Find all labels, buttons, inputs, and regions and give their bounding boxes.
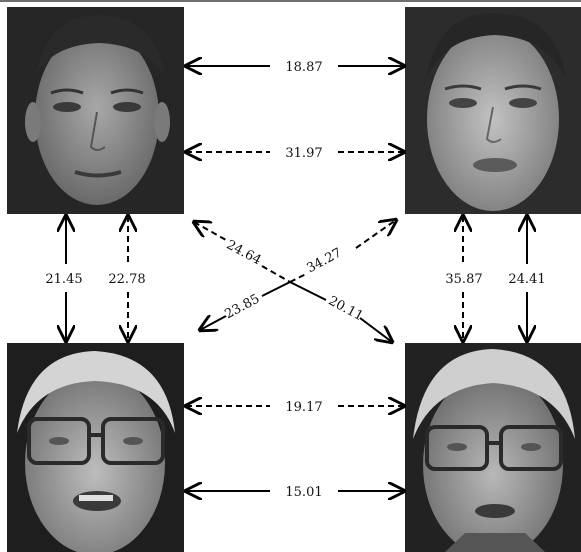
distance-label-bottom-dashed: 19.17 — [285, 400, 322, 415]
distance-label-top-solid: 18.87 — [285, 60, 322, 75]
arrow-diagonal-bl-tr — [200, 220, 396, 330]
distance-label-left-solid: 21.45 — [45, 272, 82, 287]
distance-label-top-dashed: 31.97 — [285, 146, 322, 161]
arrow-left-dashed: 22.78 — [108, 216, 146, 341]
distance-label-diag-tr: 34.27 — [304, 246, 344, 277]
distance-label-diag-tl: 24.64 — [224, 238, 264, 269]
distance-label-right-solid: 24.41 — [508, 272, 545, 287]
arrow-top-dashed: 31.97 — [186, 146, 404, 161]
face-photo-bottom-left — [7, 343, 184, 552]
arrow-right-dashed: 35.87 — [445, 216, 483, 341]
distance-label-right-dashed: 35.87 — [445, 272, 482, 287]
distance-label-diag-br: 20.11 — [326, 294, 366, 325]
arrow-top-solid: 18.87 — [186, 60, 404, 75]
top-border — [0, 0, 581, 2]
arrow-left-solid: 21.45 — [45, 216, 83, 341]
arrow-right-solid: 24.41 — [508, 216, 546, 341]
distance-label-left-dashed: 22.78 — [108, 272, 145, 287]
arrow-bottom-solid: 15.01 — [186, 485, 404, 500]
face-photo-bottom-right — [405, 343, 581, 552]
distance-label-diag-bl: 23.85 — [222, 292, 262, 323]
distance-label-bottom-solid: 15.01 — [285, 485, 322, 500]
face-photo-top-right — [405, 7, 581, 214]
arrow-diagonal-tl-br — [194, 222, 392, 342]
arrow-bottom-dashed: 19.17 — [186, 400, 404, 415]
face-photo-top-left — [7, 7, 184, 214]
